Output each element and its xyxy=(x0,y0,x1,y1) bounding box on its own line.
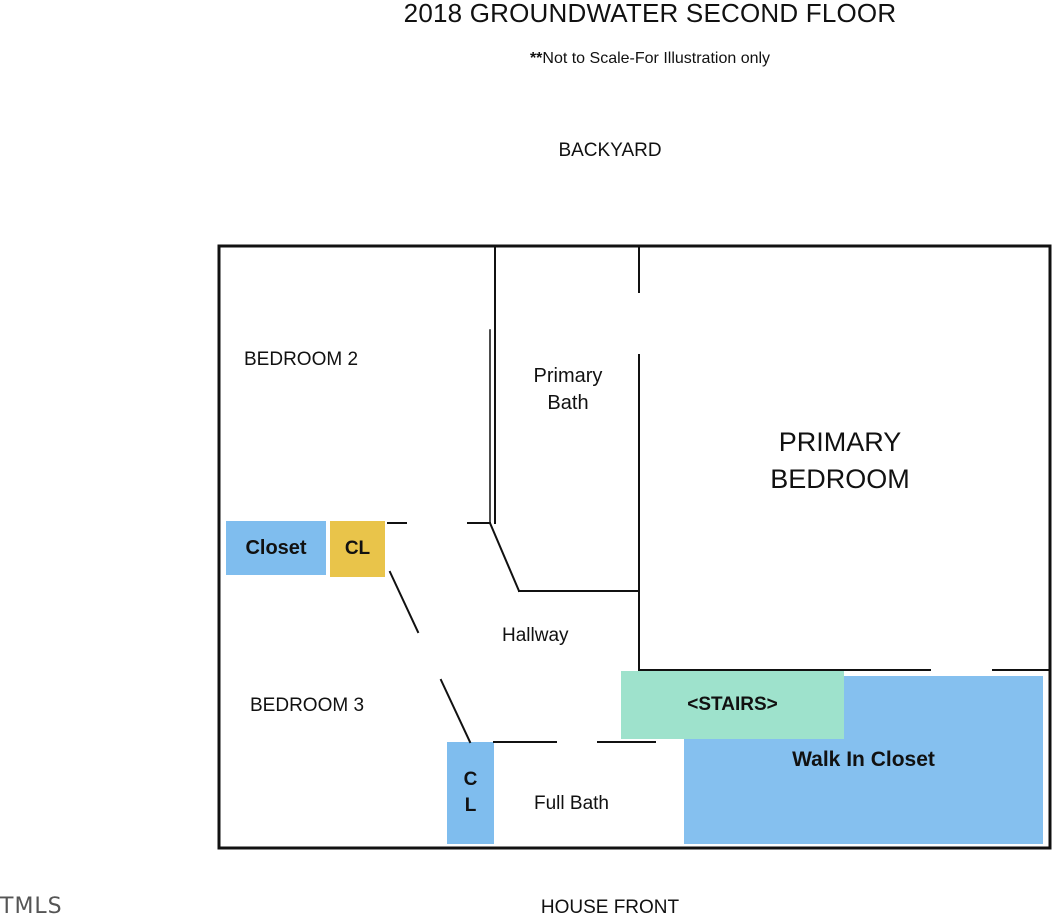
primary-bath-label-line1: Primary xyxy=(533,365,603,387)
stairs-label: <STAIRS> xyxy=(687,694,778,715)
floorplan-title: 2018 GROUNDWATER SECOND FLOOR xyxy=(403,0,897,28)
hall-diagonal-upper xyxy=(388,570,420,634)
hall-closet: CL xyxy=(330,521,385,577)
bedroom3-closet-label-c: C xyxy=(463,769,478,790)
primary-bedroom-label-line2: BEDROOM xyxy=(770,464,910,494)
bedroom2-label: BEDROOM 2 xyxy=(244,349,359,370)
backyard-label: BACKYARD xyxy=(558,140,662,161)
walk-in-closet: Walk In Closet xyxy=(684,676,1043,844)
note-text: Not to Scale-For Illustration only xyxy=(542,50,771,67)
scale-note: **Not to Scale-For Illustration only xyxy=(430,50,870,68)
note-stars: ** xyxy=(529,50,543,67)
primary-bedroom-label: PRIMARY BEDROOM xyxy=(740,424,940,498)
stairs: <STAIRS> xyxy=(621,671,844,739)
hallway-label: Hallway xyxy=(502,625,569,646)
bedroom3-closet: C L xyxy=(447,742,494,844)
primary-bath-label-line2: Bath xyxy=(547,392,589,414)
bedroom2-closet: Closet xyxy=(226,521,326,575)
bath-door-diagonal xyxy=(488,521,521,593)
hall-diagonal-lower xyxy=(439,678,472,744)
bedroom3-closet-label-l: L xyxy=(464,795,477,816)
full-bath-label: Full Bath xyxy=(534,793,609,814)
house-front-label: HOUSE FRONT xyxy=(540,897,680,918)
closet-label: Closet xyxy=(245,536,307,559)
primary-bedroom-label-line1: PRIMARY xyxy=(778,427,902,457)
bedroom3-label: BEDROOM 3 xyxy=(250,695,365,716)
walk-in-closet-label: Walk In Closet xyxy=(792,748,935,771)
hall-closet-label: CL xyxy=(344,538,371,559)
watermark: TMLS xyxy=(0,894,63,919)
primary-bath-label: Primary Bath xyxy=(518,363,618,417)
